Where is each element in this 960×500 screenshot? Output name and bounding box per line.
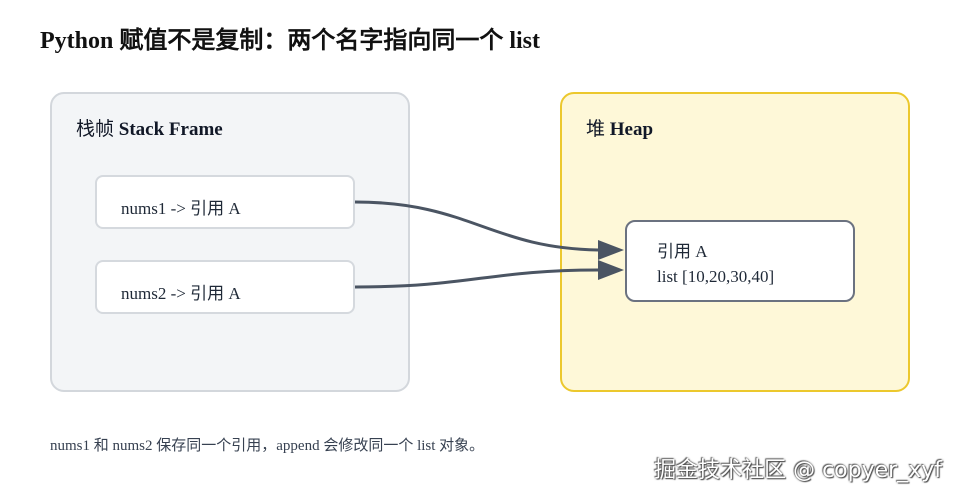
watermark: 掘金技术社区 @ copyer_xyf	[654, 458, 942, 483]
heap-title-zh: 堆	[586, 119, 606, 140]
stack-frame-panel: 栈帧 Stack Frame	[50, 92, 410, 392]
list-object-value: list [10,20,30,40]	[657, 267, 775, 286]
nums1-reference-box: nums1 -> 引用 A	[95, 175, 355, 229]
heap-title-en: Heap	[609, 119, 654, 140]
heap-title: 堆 Heap	[586, 114, 653, 141]
nums1-reference-label: nums1 -> 引用 A	[121, 199, 241, 218]
stack-frame-title: 栈帧 Stack Frame	[76, 114, 223, 141]
nums2-reference-label: nums2 -> 引用 A	[121, 284, 241, 303]
stack-frame-title-zh: 栈帧	[76, 119, 115, 140]
nums2-reference-box: nums2 -> 引用 A	[95, 260, 355, 314]
footnote: nums1 和 nums2 保存同一个引用，append 会修改同一个 list…	[50, 438, 485, 454]
list-object-label: 引用 A	[657, 242, 708, 261]
stack-frame-title-en: Stack Frame	[118, 119, 223, 140]
diagram-title: Python 赋值不是复制：两个名字指向同一个 list	[40, 28, 541, 54]
list-object-box: 引用 A list [10,20,30,40]	[625, 220, 855, 302]
